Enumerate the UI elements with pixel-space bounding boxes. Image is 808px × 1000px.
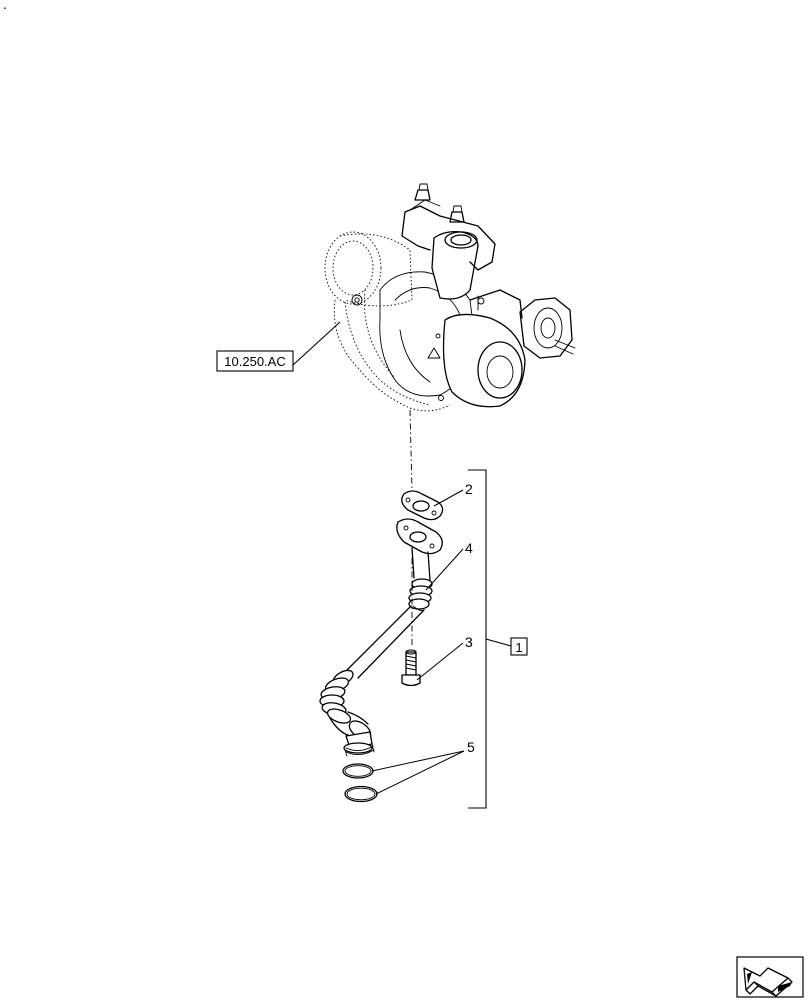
callout-number-3: 3: [465, 634, 473, 650]
turbocharger-illustration: [324, 183, 576, 491]
reference-label: 10.250.AC: [224, 354, 285, 369]
callout-leader-5a: [371, 750, 465, 772]
callout-leader-5b: [375, 750, 465, 795]
o-ring-part: [342, 763, 374, 779]
gasket-part: [401, 490, 444, 521]
reference-10-250-ac[interactable]: 10.250.AC: [216, 350, 294, 372]
callout-leader-2: [433, 489, 464, 507]
o-ring-part: [344, 785, 378, 803]
reference-leader-line: [292, 321, 341, 366]
navigation-arrow-icon[interactable]: [736, 956, 804, 998]
page-mark: .: [3, 0, 7, 12]
oil-return-pipe: [319, 518, 443, 757]
callout-number-4: 4: [465, 540, 473, 556]
assembly-callout-box[interactable]: 1: [510, 637, 528, 656]
callout-number-2: 2: [465, 481, 473, 497]
callout-number-1: 1: [515, 640, 522, 655]
callout-leader-4: [425, 548, 464, 591]
callout-leader-3: [416, 642, 464, 681]
bolt-part: [401, 649, 421, 687]
assembly-bracket: [468, 469, 512, 809]
callout-number-5: 5: [467, 739, 475, 755]
